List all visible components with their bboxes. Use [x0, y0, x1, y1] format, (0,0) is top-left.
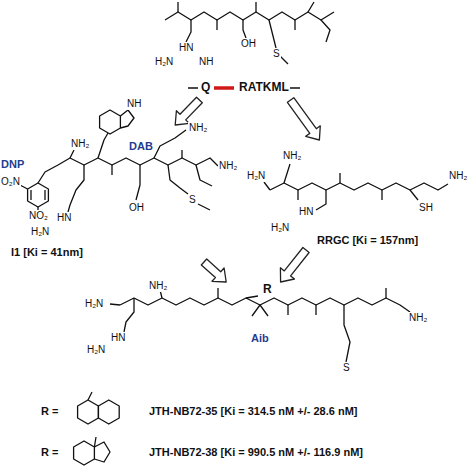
atom-label: HN — [178, 42, 194, 54]
compound-label: I1 [Ki = 41nm] — [10, 246, 84, 258]
atom-label: HN — [56, 212, 72, 224]
compound-label: RRGC [Ki = 157nm] — [316, 234, 419, 246]
substituent-label: R = — [40, 446, 59, 458]
atom-label: OH — [240, 38, 257, 50]
atom-label: NH — [126, 98, 142, 110]
atom-label: O₂N — [0, 176, 21, 188]
atom-label: H₂N — [154, 56, 174, 68]
sequence-text: RATKML — [238, 80, 290, 94]
atom-label: OH — [128, 202, 145, 214]
residue-letter: Q — [200, 80, 211, 94]
atom-label: NH₂ — [188, 122, 208, 134]
open-arrow — [280, 248, 309, 283]
atom-label: NH₂ — [448, 170, 468, 182]
atom-label: NH₂ — [148, 280, 168, 292]
atom-label: H₂N — [86, 344, 106, 356]
group-label: DAB — [128, 140, 154, 152]
atom-label: NH₂ — [282, 150, 302, 162]
atom-label: NH — [198, 56, 214, 68]
group-label: DNP — [0, 158, 25, 170]
substituent-label: R — [262, 282, 273, 296]
atom-label: S — [272, 48, 281, 60]
atom-label: S — [342, 362, 351, 374]
atom-label: H₂N — [270, 222, 290, 234]
atom-label: SH — [418, 202, 434, 214]
molecule-region: DNP DAB I1 [Ki = 41nm] — [0, 125, 240, 262]
atom-label: H₂N — [84, 298, 104, 310]
substituent-label: JTH-NB72-38 [Ki = 990.5 nM +/- 116.9 nM] — [148, 446, 364, 458]
residue-label: Aib — [250, 332, 270, 344]
open-arrow — [287, 98, 320, 140]
atom-label: NH₂ — [408, 312, 428, 324]
atom-label: HN — [298, 206, 314, 218]
atom-label: H₂N — [30, 226, 50, 238]
atom-label: H₂N — [246, 170, 266, 182]
atom-label: HN — [110, 332, 126, 344]
atom-label: NO₂ — [28, 210, 49, 222]
substituent-label: JTH-NB72-35 [Ki = 314.5 nM +/- 28.6 nM] — [148, 405, 358, 417]
substituent-label: R = — [40, 405, 59, 417]
open-arrow — [201, 259, 226, 282]
atom-label: NH₂ — [218, 160, 238, 172]
atom-label: S — [188, 194, 197, 206]
atom-label: NH₂ — [70, 138, 90, 150]
molecule-region: R Aib — [80, 282, 420, 390]
open-arrow — [175, 97, 202, 125]
